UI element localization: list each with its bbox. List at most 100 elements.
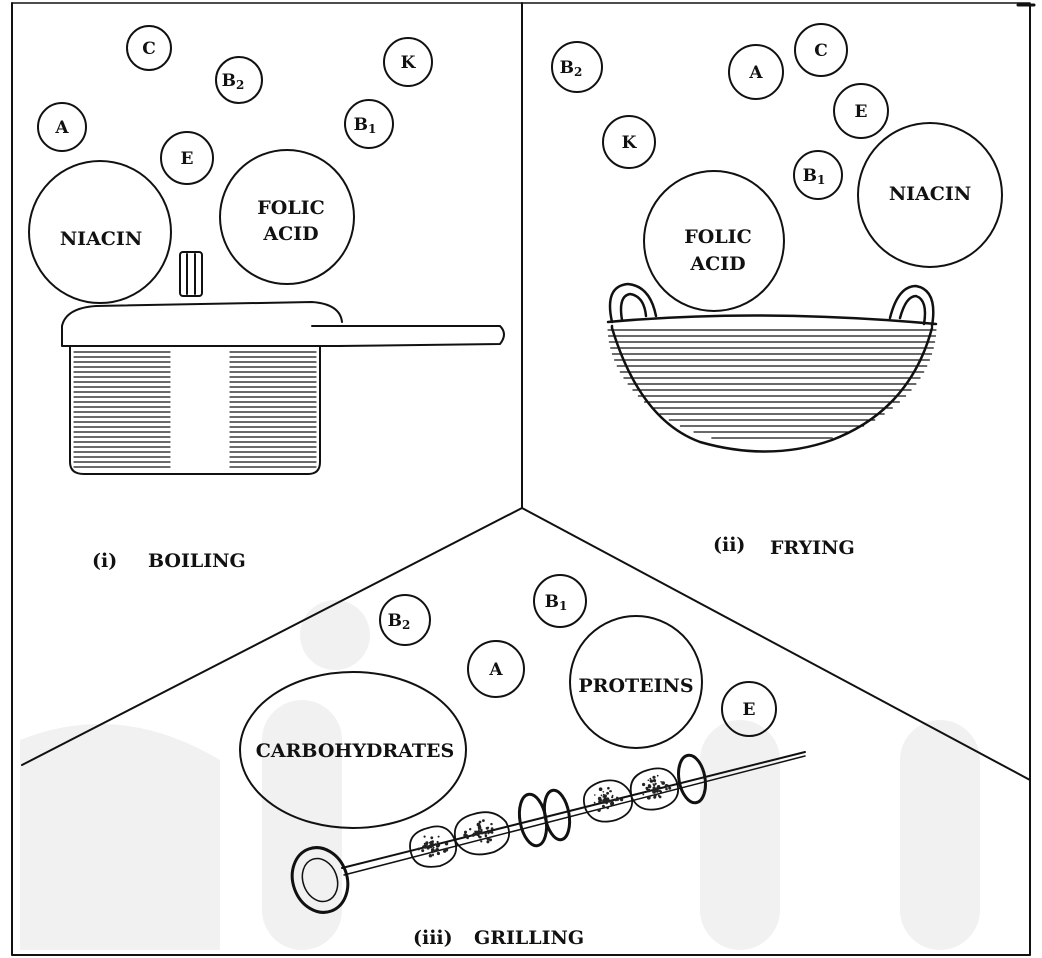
texture-dot: [475, 831, 478, 834]
texture-dot: [660, 781, 662, 783]
watermark: [20, 600, 980, 950]
texture-dot: [652, 776, 655, 779]
texture-dot: [472, 834, 475, 837]
wok-shading: [608, 330, 936, 438]
pressure-cooker-icon: [62, 252, 504, 474]
grilling-proteins-label: PROTEINS: [578, 675, 693, 697]
texture-dot: [424, 847, 426, 849]
texture-dot: [648, 785, 651, 788]
texture-dot: [667, 785, 669, 787]
frying-caption: FRYING: [770, 537, 855, 559]
grilling-caption: GRILLING: [474, 927, 584, 949]
texture-dot: [490, 823, 492, 825]
texture-dot: [616, 797, 618, 799]
texture-dot: [647, 796, 651, 800]
texture-dot: [604, 794, 607, 797]
texture-dot: [649, 778, 651, 780]
texture-dot: [601, 795, 603, 797]
texture-dot: [657, 785, 661, 789]
texture-dot: [477, 823, 481, 827]
texture-dot: [658, 795, 660, 797]
frying-b1-label: B1: [803, 166, 826, 187]
texture-dot: [660, 791, 662, 793]
frying-e-label: E: [855, 102, 868, 122]
texture-dot: [665, 788, 668, 791]
texture-dot: [431, 848, 434, 851]
texture-dot: [466, 836, 469, 839]
boiling-e-label: E: [181, 149, 194, 169]
texture-dot: [594, 794, 596, 796]
texture-dot: [438, 836, 440, 838]
texture-dot: [436, 845, 439, 848]
texture-dot: [653, 779, 656, 782]
texture-dot: [429, 854, 432, 857]
texture-dot: [608, 800, 610, 802]
texture-dot: [599, 787, 603, 791]
texture-dot: [620, 798, 623, 801]
texture-dot: [487, 832, 489, 834]
cooker-shading: [74, 352, 316, 467]
texture-dot: [654, 794, 657, 797]
texture-dot: [425, 841, 428, 844]
texture-dot: [482, 833, 484, 835]
texture-dot: [594, 802, 596, 804]
boiling-c-label: C: [142, 39, 156, 59]
texture-dot: [606, 792, 609, 795]
grilling-e-label: E: [743, 700, 756, 720]
texture-dot: [597, 809, 600, 812]
frying-niacin-label: NIACIN: [889, 183, 971, 205]
texture-dot: [602, 799, 605, 802]
texture-dot: [478, 829, 480, 831]
texture-dot: [480, 840, 482, 842]
panel-frying: B2 A C E K B1 FOLIC ACID NIACIN (ii) FRY…: [552, 24, 1002, 559]
texture-dot: [648, 779, 650, 781]
frying-folic-label: FOLIC: [684, 226, 751, 248]
texture-dot: [611, 802, 613, 804]
texture-dot: [661, 781, 665, 785]
texture-dot: [615, 799, 618, 802]
texture-dot: [650, 780, 652, 782]
texture-dot: [486, 837, 489, 840]
frying-numeral: (ii): [713, 534, 745, 556]
texture-dot: [668, 787, 671, 790]
texture-dot: [657, 775, 659, 777]
texture-dot: [604, 806, 606, 808]
texture-dot: [421, 849, 424, 852]
texture-dot: [484, 832, 487, 835]
texture-dot: [642, 783, 645, 786]
frying-nutrient-circles: [552, 24, 1002, 311]
grilling-a-label: A: [488, 660, 503, 680]
texture-dot: [607, 798, 609, 800]
texture-dot: [487, 830, 489, 832]
texture-dot: [417, 848, 420, 851]
texture-dot: [606, 807, 609, 810]
frying-k-label: K: [622, 133, 638, 153]
boiling-acid-label: ACID: [262, 223, 318, 245]
texture-dot: [433, 847, 435, 849]
boiling-k-label: K: [401, 53, 417, 73]
texture-dot: [432, 855, 434, 857]
texture-dot: [653, 789, 655, 791]
texture-dot: [433, 843, 435, 845]
texture-dot: [424, 836, 426, 838]
texture-dot: [490, 831, 492, 833]
texture-dot: [482, 819, 485, 822]
texture-dot: [609, 790, 611, 792]
boiling-b2-label: B2: [222, 71, 245, 92]
texture-dot: [600, 799, 602, 801]
boiling-caption: BOILING: [148, 550, 246, 572]
texture-dot: [617, 799, 619, 801]
texture-dot: [480, 836, 482, 838]
texture-dot: [435, 843, 437, 845]
grilling-b2-label: B2: [388, 611, 411, 632]
texture-dot: [469, 828, 471, 830]
texture-dot: [430, 844, 432, 846]
grilling-carbohydrates-label: CARBOHYDRATES: [256, 740, 454, 762]
frying-c-label: C: [814, 41, 828, 61]
frying-b2-label: B2: [560, 58, 583, 79]
panel-boiling: C B2 K A B1 E NIACIN FOLIC ACID (i) BOIL…: [29, 26, 504, 572]
texture-dot: [653, 784, 655, 786]
boiling-nutrient-circles: [29, 26, 432, 303]
boiling-b1-label: B1: [354, 115, 377, 136]
